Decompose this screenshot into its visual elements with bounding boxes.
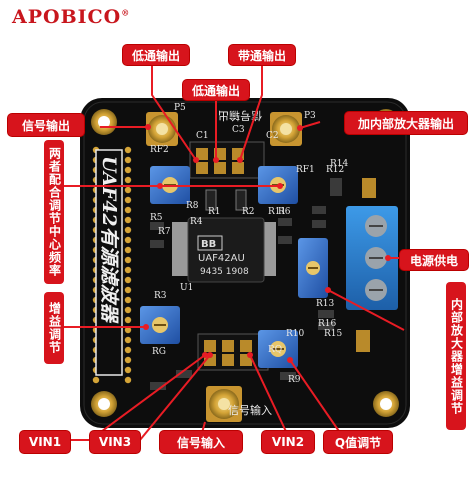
silk-ref: P5: [174, 103, 186, 113]
silk-ref: R6: [278, 207, 291, 217]
proto-pad: [124, 366, 132, 374]
proto-pad: [124, 326, 132, 334]
sma-connector-bottom: [206, 386, 242, 422]
proto-pad: [124, 276, 132, 284]
power-terminal-block: [346, 206, 398, 310]
proto-pad: [124, 286, 132, 294]
silk-bottom: 信号输入: [228, 403, 272, 417]
silk-ref: RF1: [296, 165, 315, 175]
chip-logo: BB: [201, 239, 216, 250]
label-ext-amp-out: 加内部放大器输出: [345, 112, 467, 134]
proto-pad: [124, 206, 132, 214]
board-title: UAF42有源滤波器: [98, 156, 120, 324]
silk-ref: R3: [154, 291, 167, 301]
silk-ref: C1: [196, 131, 209, 141]
proto-pad: [124, 146, 132, 154]
silk-ref: R5: [150, 213, 163, 223]
label-lowpass-top: 低通输出: [123, 45, 189, 65]
pot-rg: [140, 306, 180, 344]
proto-pad: [124, 166, 132, 174]
proto-pad: [124, 246, 132, 254]
silk-ref: R7: [158, 227, 171, 237]
proto-pad: [124, 236, 132, 244]
header-bottom: [197, 333, 269, 371]
proto-pad: [124, 216, 132, 224]
brand-mark: ®: [121, 7, 131, 18]
label-signal-in: 信号输入: [160, 431, 242, 453]
silk-ref: C2: [266, 131, 279, 141]
label-vin3: VIN3: [90, 431, 140, 453]
sma-connector-top-right: [270, 112, 302, 146]
silk-ref: R10: [286, 329, 305, 339]
header-top: [189, 141, 265, 179]
label-vin1: VIN1: [20, 431, 70, 453]
proto-pad: [124, 256, 132, 264]
proto-pad: [124, 186, 132, 194]
silk-top: 信号输出: [218, 109, 262, 123]
proto-pad: [124, 226, 132, 234]
silk-ref: R11: [268, 207, 286, 217]
silk-ref: R16: [318, 319, 337, 329]
silk-ref: RQ: [268, 345, 282, 355]
proto-pad: [124, 336, 132, 344]
label-int-amp-gain: 内部放大器增益调节: [446, 282, 466, 430]
silk-ref: C3: [232, 125, 245, 135]
proto-pad: [124, 346, 132, 354]
label-lowpass-mid: 低通输出: [183, 80, 249, 100]
silk-ref: RG: [152, 347, 166, 357]
silk-ref: R1: [208, 207, 221, 217]
uaf42-chip: BB UAF42AU 9435 1908: [172, 217, 276, 283]
brand-name: APOBICO: [12, 6, 122, 28]
label-signal-out: 信号输出: [8, 114, 84, 136]
silk-ref: R12: [326, 165, 344, 175]
label-bandpass: 带通输出: [229, 45, 295, 65]
proto-pad: [124, 196, 132, 204]
silk-ref: RF2: [150, 145, 169, 155]
proto-pad: [124, 156, 132, 164]
label-q-adj: Q值调节: [324, 431, 392, 453]
label-center-freq: 两者配合调节中心频率: [44, 140, 64, 284]
proto-pad: [124, 316, 132, 324]
silk-ref: R4: [190, 217, 203, 227]
chip-line1: UAF42AU: [198, 253, 245, 264]
smd-components: [150, 178, 376, 390]
proto-pad: [124, 176, 132, 184]
proto-pad: [92, 376, 100, 384]
pot-r16: [298, 238, 328, 298]
label-power: 电源供电: [400, 250, 468, 270]
pointer-dots: [143, 124, 391, 363]
silk-ref: R8: [186, 201, 199, 211]
chip-line2: 9435 1908: [200, 267, 249, 277]
proto-pad: [124, 296, 132, 304]
silk-ref: U1: [180, 283, 193, 293]
mounting-holes: [91, 109, 399, 417]
proto-pad: [124, 266, 132, 274]
label-vin2: VIN2: [262, 431, 314, 453]
silk-ref: R14: [330, 159, 349, 169]
silk-ref: R15: [324, 329, 343, 339]
brand-logo: APOBICO®: [12, 6, 130, 28]
proto-pad: [124, 306, 132, 314]
proto-pad: [124, 356, 132, 364]
silk-ref: R13: [316, 299, 335, 309]
proto-pad: [124, 376, 132, 384]
silk-ref: R2: [242, 207, 255, 217]
label-gain-adj: 增益调节: [44, 292, 64, 364]
sma-connector-top-left: [146, 112, 178, 146]
silk-ref: R9: [288, 375, 301, 385]
silk-ref: P3: [304, 111, 316, 121]
